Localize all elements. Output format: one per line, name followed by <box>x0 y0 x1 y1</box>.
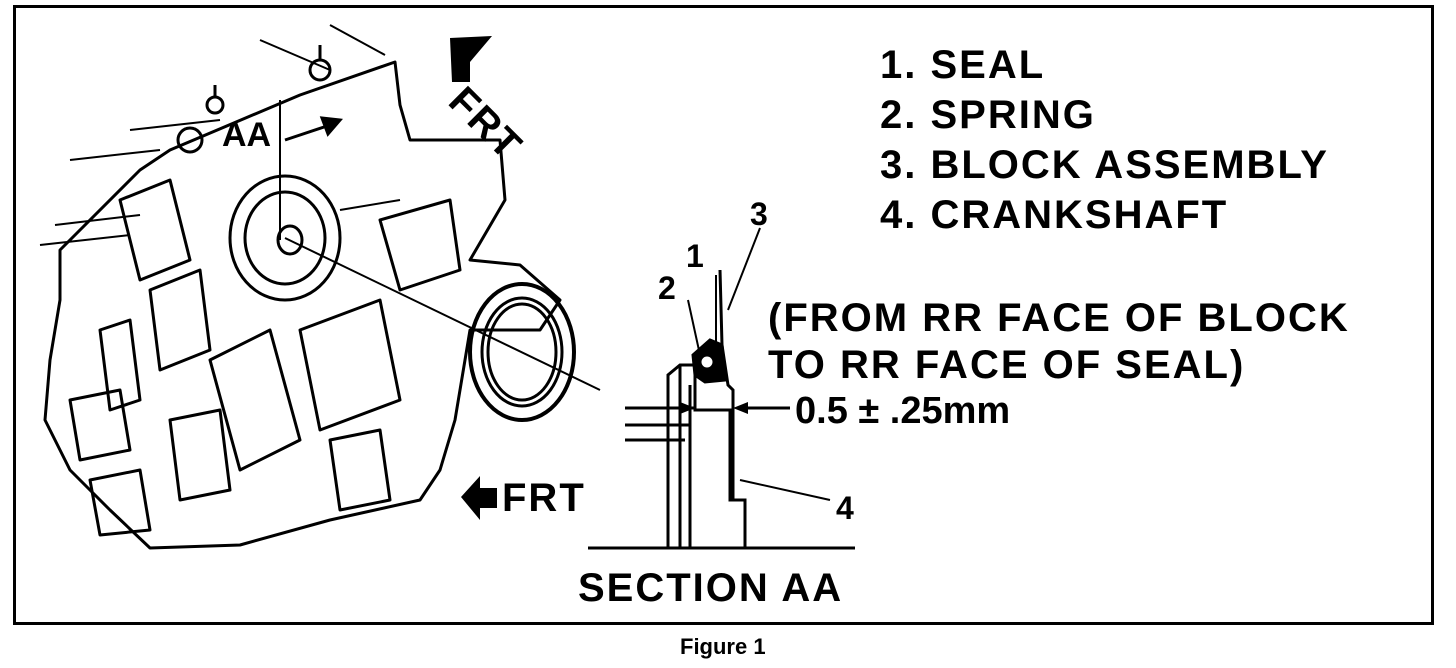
section-marker-aa: AA <box>222 116 272 154</box>
callout-3: 3 <box>750 196 768 232</box>
note-line-2: TO RR FACE OF SEAL) <box>768 343 1246 387</box>
crankshaft-flange <box>228 174 342 302</box>
legend-item-seal: 1. SEAL <box>880 43 1046 87</box>
section-aa-drawing <box>588 269 855 550</box>
dimension-value: 0.5 ± .25mm <box>795 390 1011 432</box>
section-title: SECTION AA <box>578 566 844 610</box>
rear-seal-ring <box>468 282 576 422</box>
legend-item-block: 3. BLOCK ASSEMBLY <box>880 143 1329 187</box>
legend-item-spring: 2. SPRING <box>880 93 1096 137</box>
figure-caption: Figure 1 <box>680 634 766 659</box>
frt-arrow-top-icon <box>450 36 492 82</box>
crankshaft-section <box>666 363 747 548</box>
engine-block-outline <box>43 60 562 550</box>
callout-2: 2 <box>658 270 676 306</box>
callout-4: 4 <box>836 490 854 526</box>
figure-frame <box>13 5 1434 625</box>
callout-1: 1 <box>686 238 704 274</box>
legend-item-crankshaft: 4. CRANKSHAFT <box>880 193 1229 237</box>
frt-arrow-bottom-icon <box>461 476 497 520</box>
block-section <box>718 269 735 500</box>
frt-label-bottom: FRT <box>502 476 586 520</box>
note-line-1: (FROM RR FACE OF BLOCK <box>768 296 1350 340</box>
